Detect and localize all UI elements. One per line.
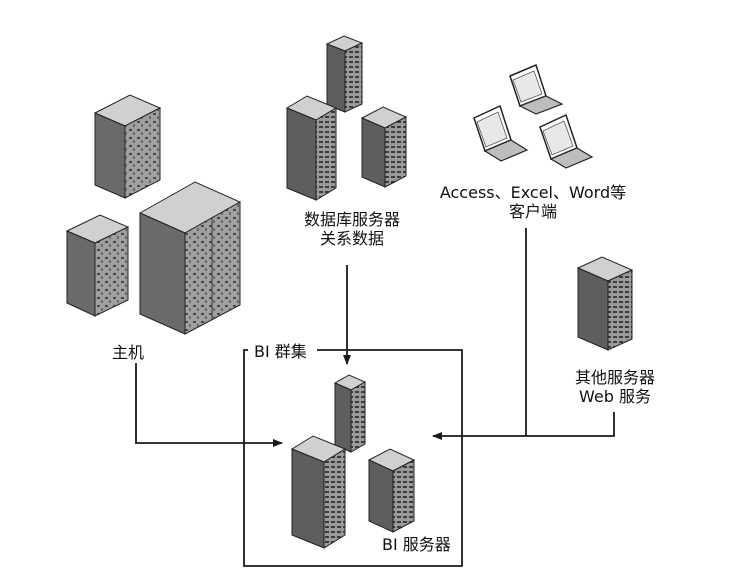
mainframe-unit-right bbox=[138, 181, 242, 335]
other-servers-label-line2: Web 服务 bbox=[579, 387, 651, 406]
mainframe-unit-back bbox=[93, 94, 162, 199]
web-server-icon bbox=[576, 256, 634, 351]
mainframe-server-icon bbox=[65, 94, 242, 335]
bi-cluster-label-text: BI 群集 bbox=[254, 342, 307, 361]
database-servers-label: 数据库服务器 关系数据 bbox=[292, 210, 412, 248]
mainframe-label-text: 主机 bbox=[111, 343, 144, 362]
other-servers-label: 其他服务器 Web 服务 bbox=[560, 368, 670, 406]
laptop-icon-top bbox=[509, 63, 564, 115]
bi-cluster-label: BI 群集 bbox=[254, 342, 307, 361]
mainframe-unit-left bbox=[65, 214, 130, 317]
client-laptop-icons bbox=[473, 63, 594, 169]
bi-servers-label: BI 服务器 bbox=[382, 535, 451, 554]
bi-servers-label-text: BI 服务器 bbox=[382, 535, 451, 554]
other-servers-label-line1: 其他服务器 bbox=[574, 368, 655, 387]
database-servers-label-line1: 数据库服务器 bbox=[303, 210, 400, 229]
clients-label-line2: 客户端 bbox=[508, 202, 557, 221]
laptop-icon-right bbox=[539, 113, 594, 169]
bi-cluster-box bbox=[243, 349, 463, 567]
bi-server-left bbox=[290, 435, 347, 549]
connector-web-to-bi bbox=[432, 412, 615, 440]
bi-server-right bbox=[367, 448, 416, 533]
mainframe-label: 主机 bbox=[108, 343, 148, 362]
db-server-back bbox=[325, 35, 364, 113]
connector-mainframe-to-bi bbox=[135, 363, 283, 447]
clients-label: Access、Excel、Word等 客户端 bbox=[433, 183, 633, 221]
database-servers-label-line2: 关系数据 bbox=[319, 229, 384, 248]
db-server-left bbox=[285, 95, 338, 201]
clients-label-line1: Access、Excel、Word等 bbox=[439, 183, 627, 202]
bi-server-icons bbox=[290, 374, 416, 549]
db-server-right bbox=[360, 106, 408, 188]
bi-server-back bbox=[333, 374, 367, 453]
database-server-icons bbox=[285, 35, 408, 201]
laptop-icon-left bbox=[473, 104, 529, 162]
